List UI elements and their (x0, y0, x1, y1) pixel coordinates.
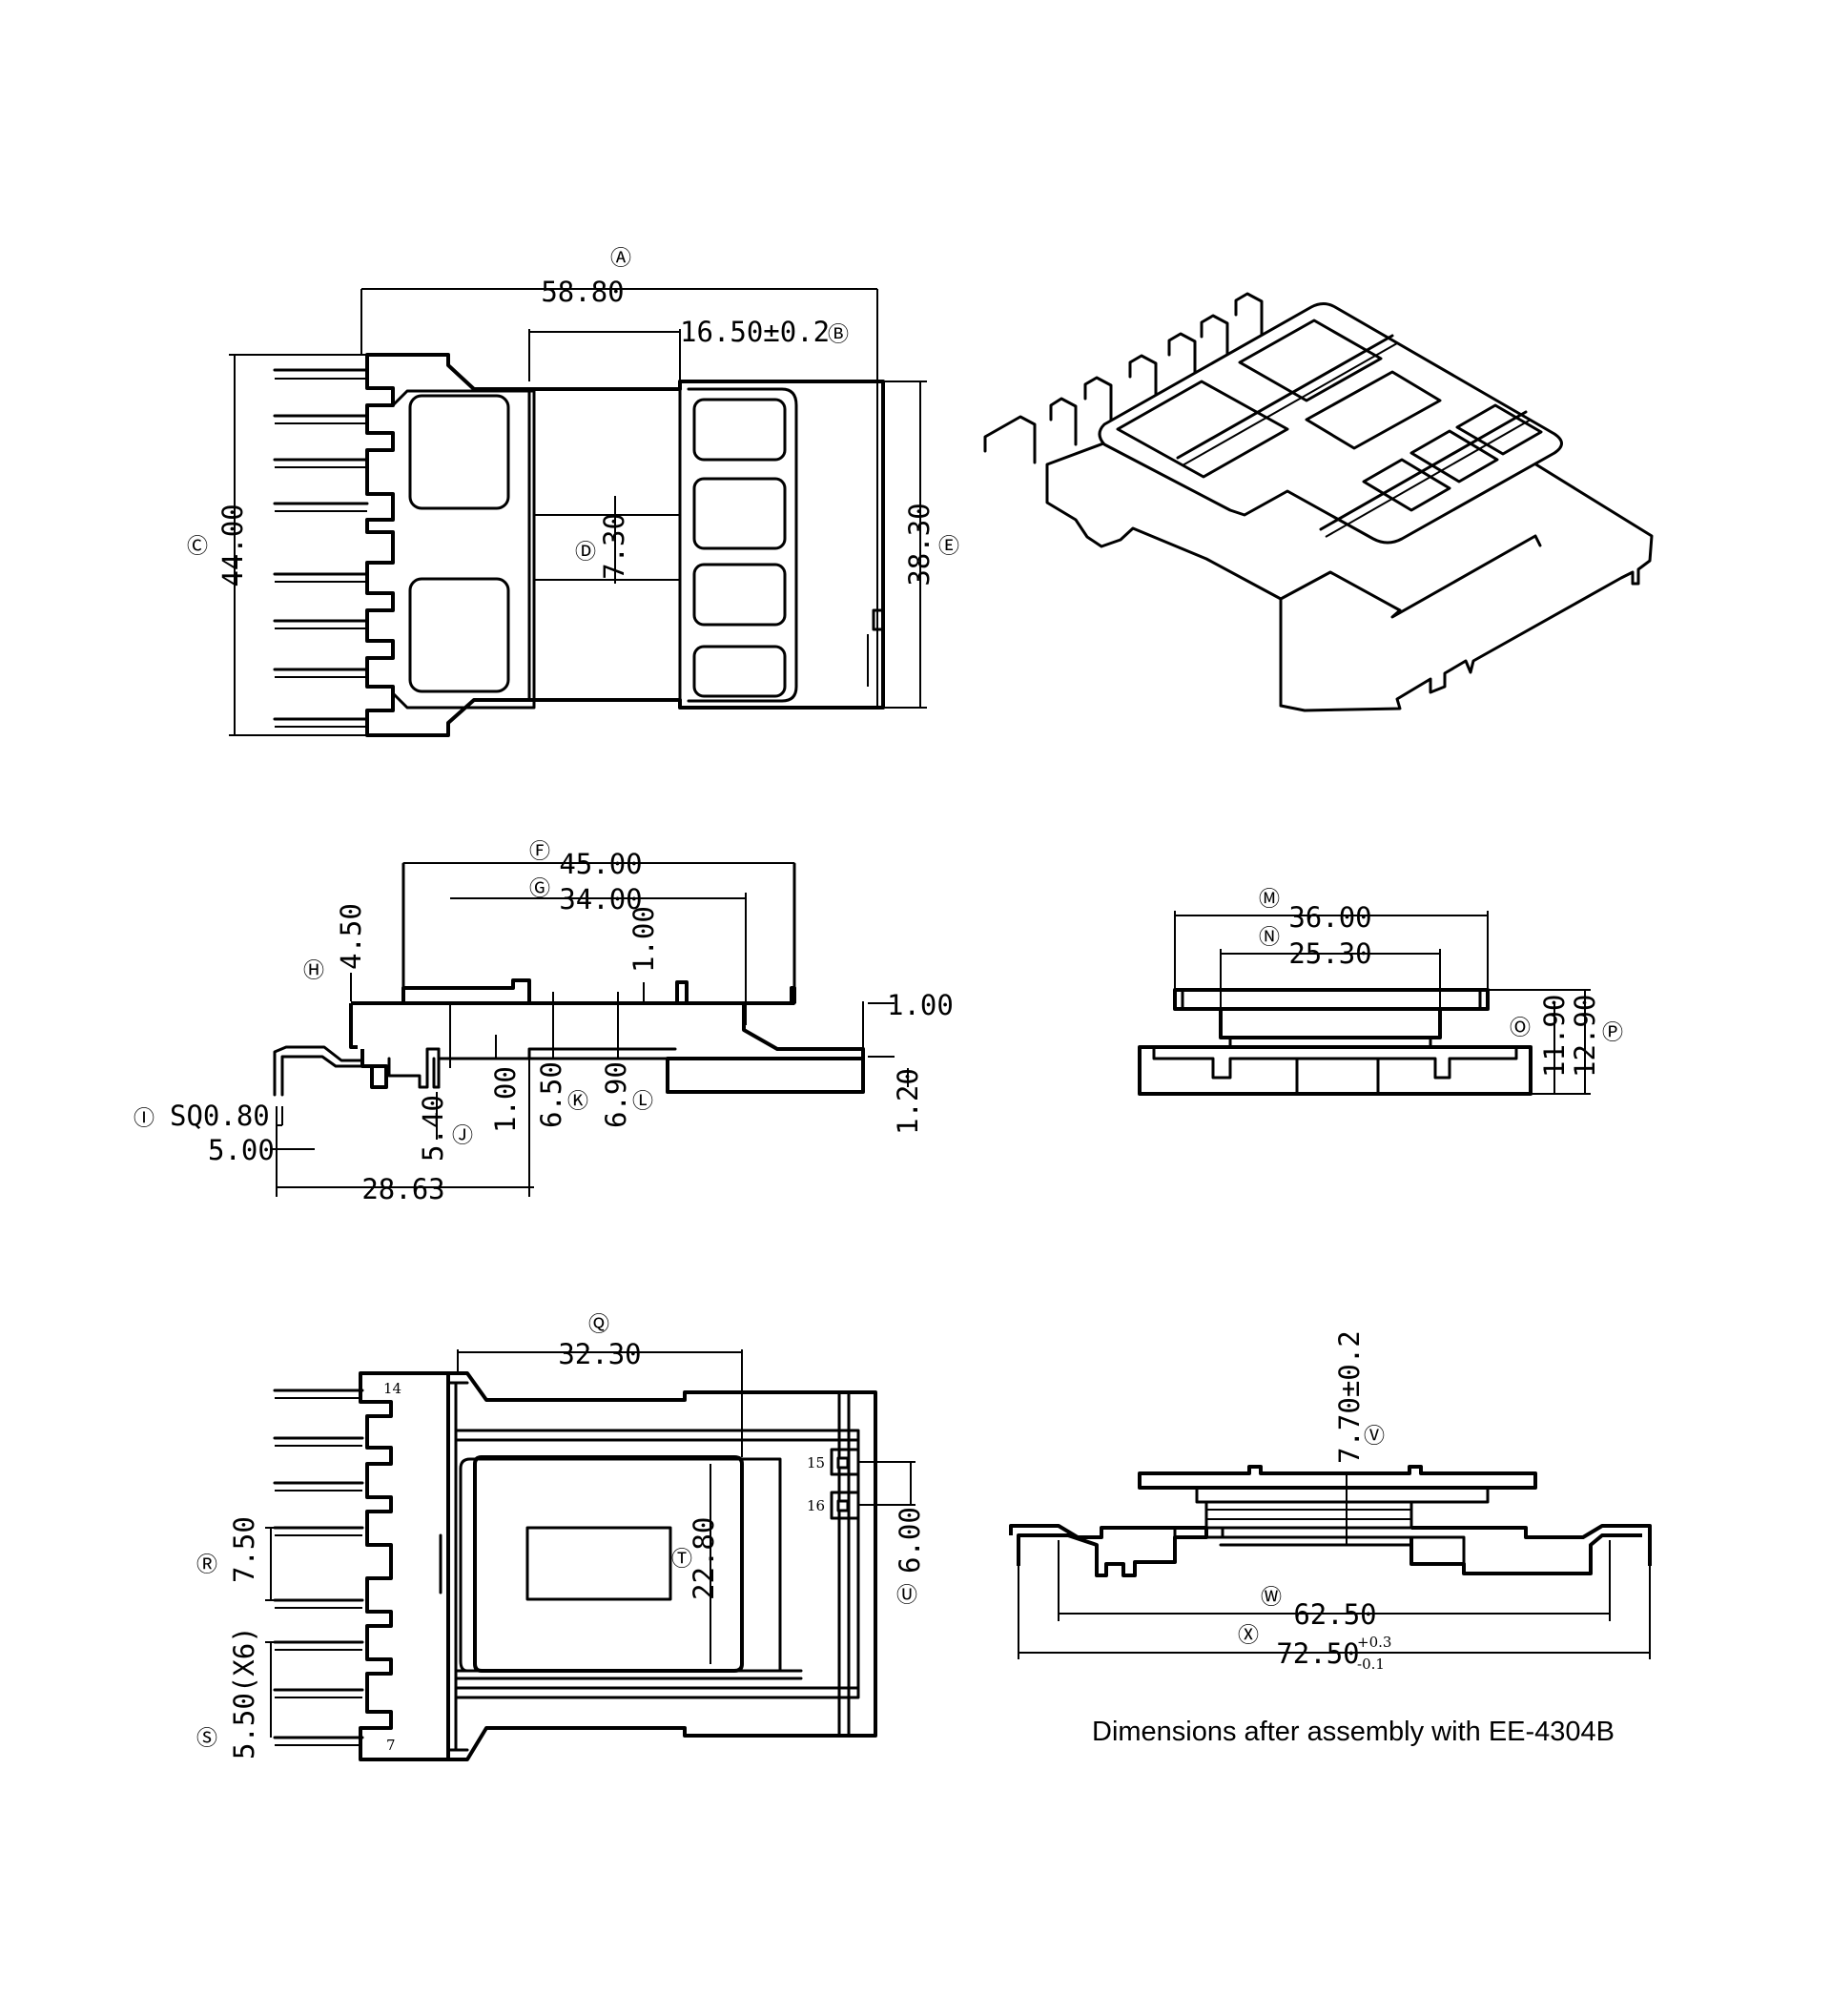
svg-text:Ⓖ: Ⓖ (529, 877, 550, 901)
dim-O: 11.90 (1538, 995, 1571, 1078)
svg-text:Ⓜ: Ⓜ (1259, 888, 1280, 912)
dim-D: 7.30 (598, 513, 630, 580)
svg-text:Ⓔ: Ⓔ (938, 535, 959, 559)
svg-text:Ⓡ: Ⓡ (196, 1553, 217, 1577)
dim-5.00: 5.00 (208, 1134, 275, 1166)
dim-T: 22.80 (688, 1517, 720, 1600)
dim-W: 62.50 (1293, 1598, 1376, 1631)
svg-text:Ⓞ: Ⓞ (1510, 1017, 1531, 1040)
svg-text:Ⓛ: Ⓛ (632, 1090, 653, 1114)
svg-text:Ⓒ: Ⓒ (187, 535, 208, 559)
svg-text:Ⓣ: Ⓣ (671, 1548, 692, 1572)
svg-text:Ⓦ: Ⓦ (1261, 1586, 1282, 1610)
svg-text:Ⓥ: Ⓥ (1364, 1425, 1385, 1449)
svg-text:Ⓝ: Ⓝ (1259, 926, 1280, 950)
svg-text:Ⓓ: Ⓓ (575, 541, 596, 565)
dim-N: 25.30 (1288, 937, 1371, 970)
dim-1.00-right: 1.00 (887, 989, 954, 1021)
svg-text:Ⓐ: Ⓐ (610, 247, 631, 271)
svg-text:Ⓑ: Ⓑ (828, 323, 849, 347)
bottom-view-pins (273, 1389, 364, 1746)
dim-P: 12.90 (1569, 995, 1601, 1078)
dim-F: 45.00 (559, 848, 642, 880)
svg-text:Ⓚ: Ⓚ (567, 1090, 588, 1114)
dim-R: 7.50 (228, 1516, 260, 1583)
dim-Q: 32.30 (558, 1338, 641, 1370)
top-view-pins (273, 368, 369, 728)
svg-text:Ⓢ: Ⓢ (196, 1727, 217, 1751)
dim-X-tol-plus: +0.3 (1357, 1634, 1391, 1651)
isometric-view (983, 292, 1654, 712)
dim-X: 72.50 (1276, 1637, 1359, 1670)
bottom-view: 14 7 15 16 32.30 Ⓠ 7.50 Ⓡ 5.50(X6) Ⓢ 22.… (196, 1313, 926, 1761)
dim-U: 6.00 (894, 1507, 926, 1574)
side-view: 36.00 Ⓜ 25.30 Ⓝ 11.90 Ⓞ 12.90 Ⓟ (1138, 888, 1623, 1096)
dim-1.20: 1.20 (892, 1068, 924, 1135)
dim-C: 44.00 (216, 504, 249, 586)
dim-H: 4.50 (335, 903, 367, 970)
assembly-caption: Dimensions after assembly with EE-4304B (1092, 1717, 1615, 1747)
svg-text:Ⓟ: Ⓟ (1602, 1021, 1623, 1045)
dim-B: 16.50±0.2 (680, 316, 830, 348)
dim-M: 36.00 (1288, 901, 1371, 934)
dim-A: 58.80 (541, 276, 624, 308)
dim-I: SQ0.80 (170, 1100, 270, 1132)
dim-L: 6.90 (600, 1061, 632, 1128)
svg-text:Ⓙ: Ⓙ (452, 1124, 473, 1148)
svg-text:Ⓤ: Ⓤ (896, 1584, 917, 1608)
dim-E: 38.30 (903, 503, 936, 586)
dim-V: 7.70±0.2 (1333, 1330, 1366, 1464)
top-view: 58.80 Ⓐ 16.50±0.2 Ⓑ 44.00 Ⓒ 7.30 Ⓓ 38.30… (187, 247, 959, 737)
svg-text:Ⓧ: Ⓧ (1238, 1624, 1259, 1648)
dim-S: 5.50(X6) (228, 1626, 260, 1759)
pin-label-16: 16 (807, 1497, 825, 1514)
dim-1.00-bottom: 1.00 (489, 1066, 522, 1133)
dim-1.00-core: 1.00 (627, 906, 660, 973)
svg-text:Ⓗ: Ⓗ (303, 959, 324, 983)
svg-text:Ⓘ: Ⓘ (134, 1107, 154, 1131)
svg-text:Ⓠ: Ⓠ (588, 1313, 609, 1337)
pin-label-14: 14 (383, 1380, 401, 1397)
assembly-view: 7.70±0.2 Ⓥ 62.50 Ⓦ 72.50 +0.3 -0.1 Ⓧ (1009, 1330, 1652, 1673)
dim-X-tol-minus: -0.1 (1357, 1656, 1385, 1673)
dim-J: 5.40 (417, 1095, 449, 1162)
front-view: 45.00 Ⓕ 34.00 Ⓖ 4.50 Ⓗ 1.00 1.00 SQ0.80 … (134, 840, 954, 1205)
dim-28.63: 28.63 (361, 1173, 444, 1205)
dim-K: 6.50 (535, 1061, 567, 1128)
pin-label-7: 7 (386, 1737, 396, 1754)
dim-G: 34.00 (559, 883, 642, 915)
pin-label-15: 15 (807, 1454, 825, 1471)
svg-text:Ⓕ: Ⓕ (529, 840, 550, 864)
